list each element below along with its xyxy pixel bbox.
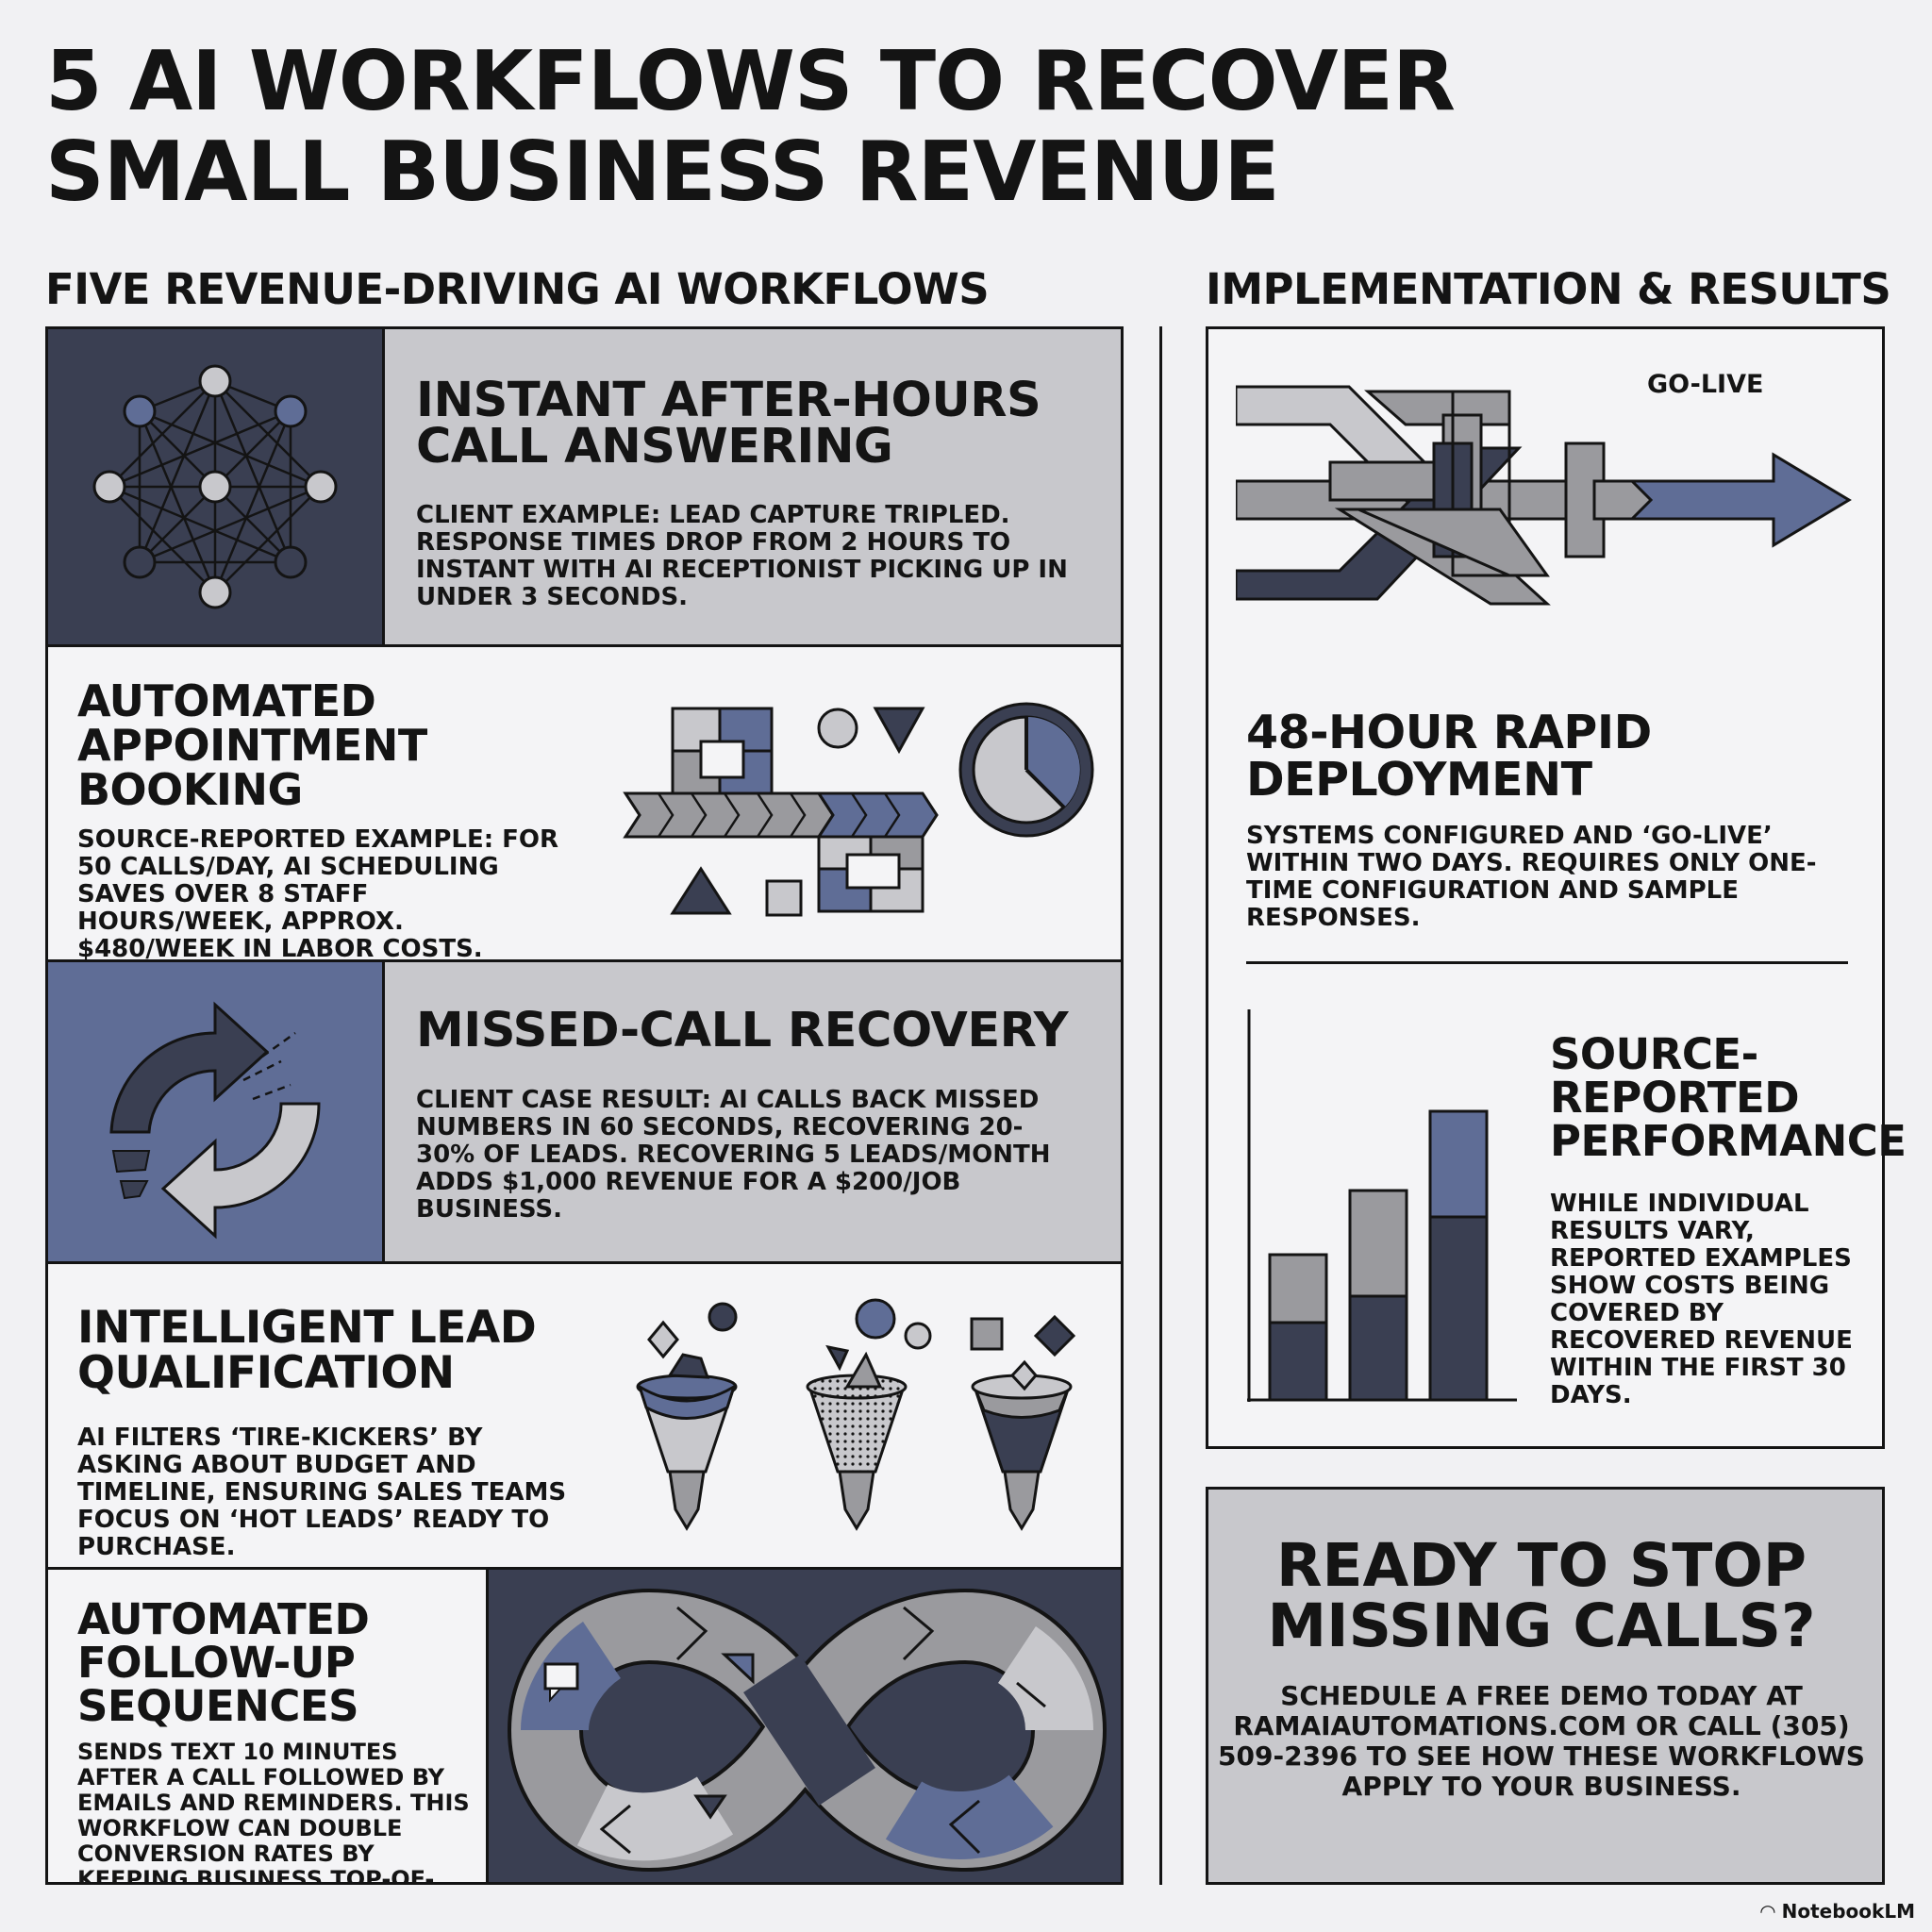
title-line-1: 5 AI WORKFLOWS TO RECOVER (45, 33, 1456, 129)
right-section-heading: IMPLEMENTATION & RESULTS (1206, 264, 1891, 314)
go-live-label: GO-LIVE (1647, 370, 1764, 399)
title-line-2: SMALL BUSINESS REVENUE (45, 124, 1280, 220)
infinity-icon-tile (489, 1570, 1124, 1884)
cta-box (1206, 1487, 1885, 1885)
left-section-heading: FIVE REVENUE-DRIVING AI WORKFLOWS (45, 264, 990, 314)
after-hours-text-area (385, 326, 1124, 644)
cta-title: READY TO STOP MISSING CALLS? (1267, 1531, 1816, 1660)
column-divider (1159, 326, 1162, 1885)
follow-up-text-area (45, 1570, 489, 1884)
workflow-card-after-hours: INSTANT AFTER-HOURS CALL ANSWERING CLIEN… (45, 326, 1124, 647)
workflow-title: INSTANT AFTER-HOURS CALL ANSWERING (416, 373, 1041, 475)
infinity-loop-icon (507, 1588, 1108, 1873)
notebooklm-badge: ◠ NotebookLM (1760, 1900, 1915, 1923)
workflow-card-missed-call-recovery: MISSED-CALL RECOVERY CLIENT CASE RESULT:… (45, 962, 1124, 1264)
workflow-description: SOURCE-REPORTED EXAMPLE: FOR 50 CALLS/DA… (77, 825, 559, 962)
workflow-card-appointment-booking: AUTOMATED APPOINTMENT BOOKING SOURCE-REP… (45, 647, 1124, 962)
footer-brand: NotebookLM (1781, 1900, 1915, 1923)
network-icon (92, 364, 338, 609)
cta-description: SCHEDULE A FREE DEMO TODAY AT RAMAIAUTOM… (1218, 1680, 1865, 1802)
workflow-title: MISSED-CALL RECOVERY (416, 1003, 1069, 1058)
deployment-title: 48-HOUR RAPID DEPLOYMENT (1246, 706, 1652, 807)
notebooklm-logo-icon: ◠ (1760, 1900, 1782, 1923)
page-title: 5 AI WORKFLOWS TO RECOVER SMALL BUSINESS… (45, 33, 1456, 220)
recycle-icon-tile (45, 962, 385, 1261)
network-icon-tile (45, 326, 385, 644)
tangled-arrow-icon (1236, 385, 1852, 606)
funnel-icon (636, 1298, 1076, 1531)
bar-growth-icon (1247, 1009, 1517, 1402)
performance-title: SOURCE- REPORTED PERFORMANCE (1550, 1029, 1907, 1166)
workflow-description: CLIENT CASE RESULT: AI CALLS BACK MISSED… (416, 1086, 1051, 1224)
calendar-clock-icon (623, 702, 1094, 917)
recycle-arrows-icon (109, 1001, 321, 1240)
left-column-frame (45, 326, 1124, 1885)
workflow-title: INTELLIGENT LEAD QUALIFICATION (77, 1302, 537, 1399)
performance-description: WHILE INDIVIDUAL RESULTS VARY, REPORTED … (1550, 1190, 1853, 1409)
workflow-description: CLIENT EXAMPLE: LEAD CAPTURE TRIPLED. RE… (416, 501, 1068, 611)
workflow-card-lead-qualification: INTELLIGENT LEAD QUALIFICATION AI FILTER… (45, 1264, 1124, 1570)
workflow-description: SENDS TEXT 10 MINUTES AFTER A CALL FOLLO… (77, 1739, 470, 1885)
missed-call-text-area (385, 962, 1124, 1261)
deployment-description: SYSTEMS CONFIGURED AND ‘GO-LIVE’ WITHIN … (1246, 822, 1817, 932)
workflow-card-follow-up: AUTOMATED FOLLOW-UP SEQUENCES SENDS TEXT… (45, 1570, 1124, 1884)
workflow-description: AI FILTERS ‘TIRE-KICKERS’ BY ASKING ABOU… (77, 1424, 567, 1561)
workflow-title: AUTOMATED FOLLOW-UP SEQUENCES (77, 1594, 370, 1731)
workflow-title: AUTOMATED APPOINTMENT BOOKING (77, 675, 427, 815)
results-divider (1246, 961, 1848, 964)
